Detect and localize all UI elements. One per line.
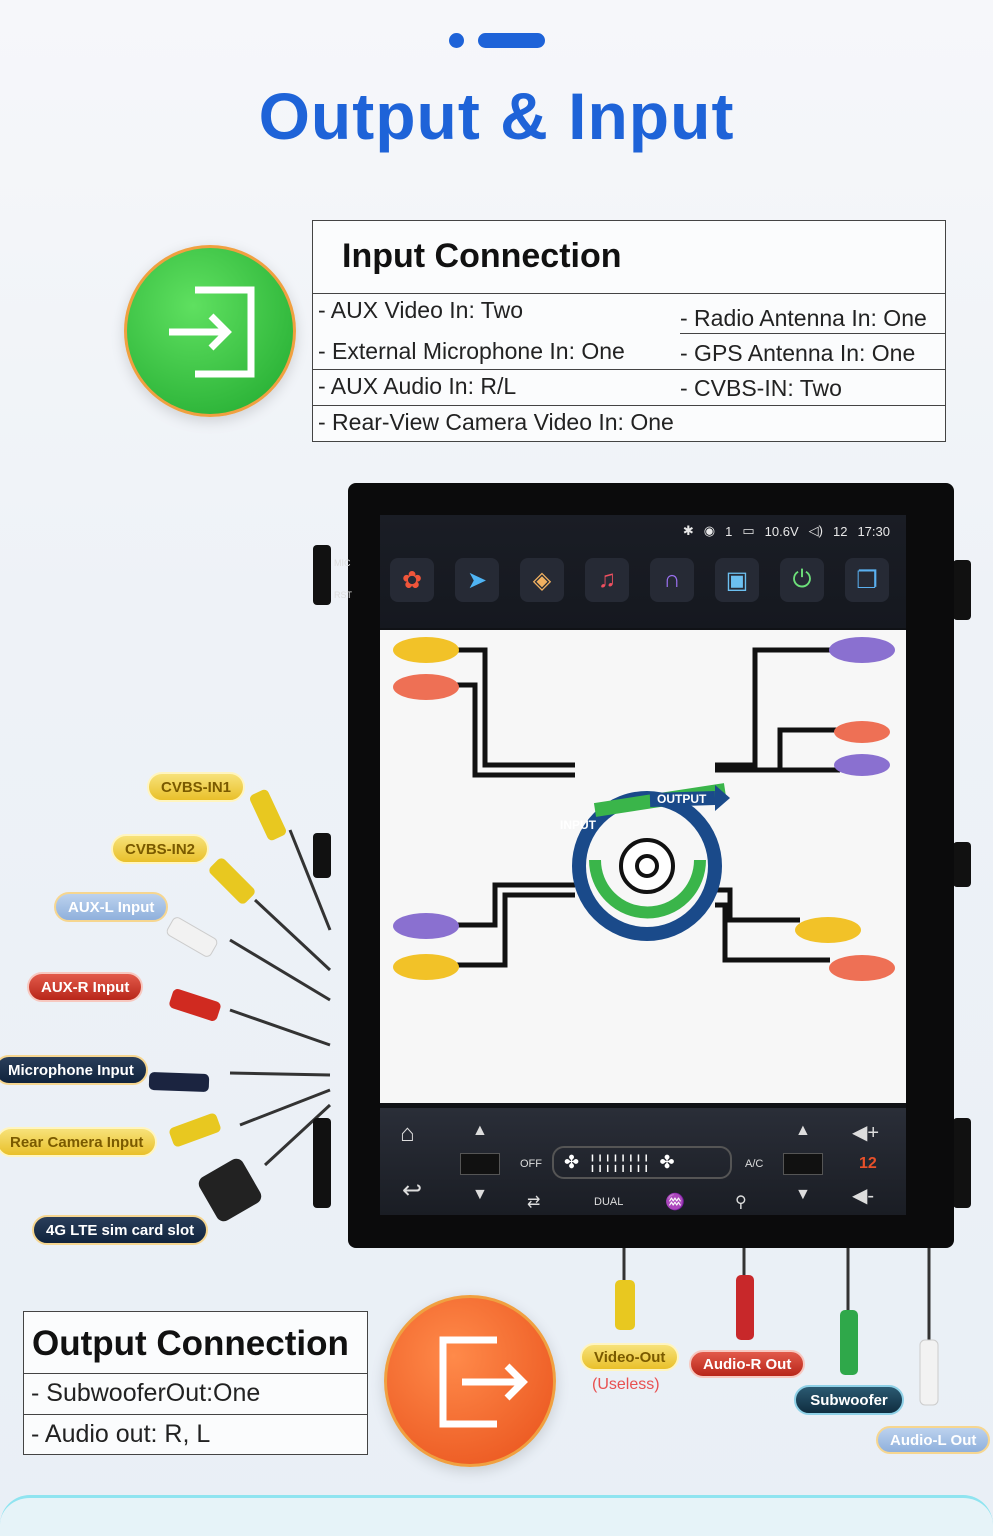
input-connection-heading: Input Connection: [342, 237, 622, 275]
input-connection-table: Input Connection - AUX Video In: Two - Ra…: [312, 220, 946, 442]
power-icon[interactable]: ⏻: [780, 558, 824, 602]
output-connection-table: Output Connection - SubwooferOut:One - A…: [23, 1311, 368, 1455]
temp-up-left[interactable]: ▲: [472, 1122, 488, 1139]
layers-icon[interactable]: ◈: [520, 558, 564, 602]
bottom-divider: [0, 1495, 993, 1536]
bluetooth-icon: ✱: [682, 523, 694, 538]
cable-label: Audio-L Out: [876, 1426, 991, 1454]
radio-icon[interactable]: ▣: [715, 558, 759, 602]
music-icon[interactable]: ♫: [585, 558, 629, 602]
cable-label: Subwoofer: [794, 1385, 904, 1415]
input-spec: - GPS Antenna In: One: [680, 340, 916, 366]
input-spec: - External Microphone In: One: [318, 338, 625, 364]
temp-left-display: [460, 1153, 500, 1175]
bluetooth-headset-icon[interactable]: ∩: [650, 558, 694, 602]
mount-bracket: [313, 1118, 331, 1208]
cable-label: AUX-R Input: [27, 972, 144, 1002]
volume-down-icon[interactable]: ◀-: [852, 1185, 875, 1207]
status-bar: ✱ ◉ 1 ▭ 10.6V ◁) 12 17:30: [683, 523, 890, 539]
output-label: OUTPUT: [657, 792, 707, 806]
back-icon[interactable]: ↩: [402, 1177, 423, 1204]
volume-display: 12: [859, 1155, 877, 1172]
page-title: Output & Input: [258, 79, 735, 153]
rca-plugs: [148, 789, 939, 1406]
output-icon: [384, 1295, 556, 1467]
windows-icon[interactable]: ❐: [845, 558, 889, 602]
cable-label: Microphone Input: [0, 1055, 148, 1085]
cable-label: AUX-L Input: [54, 892, 169, 922]
connection-diagram: INPUT OUTPUT: [380, 630, 906, 1103]
input-spec: - Radio Antenna In: One: [680, 305, 927, 331]
sim-icon: 1: [725, 523, 733, 539]
cable-label: Audio-R Out: [689, 1350, 806, 1378]
volume-up-icon[interactable]: ◀+: [852, 1122, 880, 1144]
mount-bracket: [953, 560, 971, 620]
temp-down-right[interactable]: ▼: [795, 1186, 811, 1203]
temp-up-right[interactable]: ▲: [795, 1122, 811, 1139]
input-label: INPUT: [560, 818, 596, 832]
output-spec: - Audio out: R, L: [31, 1420, 211, 1448]
volume-level: 12: [832, 523, 848, 539]
page-indicator-active: [478, 33, 545, 48]
cable-label: Video-Out: [580, 1343, 680, 1371]
fan-off-button[interactable]: OFF: [520, 1158, 542, 1170]
input-spec: - AUX Video In: Two: [318, 297, 523, 323]
screen: ✱ ◉ 1 ▭ 10.6V ◁) 12 17:30 ✿ ➤ ◈ ♫ ∩ ▣ ⏻ ❐: [380, 515, 906, 1215]
output-connection-heading: Output Connection: [32, 1324, 349, 1363]
navigation-icon[interactable]: ➤: [455, 558, 499, 602]
input-spec: - Rear-View Camera Video In: One: [318, 409, 674, 435]
output-spec: - SubwooferOut:One: [31, 1379, 261, 1407]
input-spec: - CVBS-IN: Two: [680, 375, 842, 401]
rst-button[interactable]: RST: [334, 590, 352, 600]
cable-label: CVBS-IN1: [147, 772, 246, 802]
dual-button[interactable]: DUAL: [594, 1196, 624, 1208]
cable-label: CVBS-IN2: [111, 834, 210, 864]
hotspot-icon: ◉: [703, 523, 716, 538]
connector-ovals: [393, 637, 895, 981]
temp-right-display: [783, 1153, 823, 1175]
mount-bracket: [313, 545, 331, 605]
apps-icon[interactable]: ✿: [390, 558, 434, 602]
fan-speed-slider[interactable]: ✤ ¦¦¦¦¦¦¦¦ ✤: [552, 1146, 732, 1179]
mount-bracket: [953, 1118, 971, 1208]
airflow-icon[interactable]: ⚲: [735, 1194, 747, 1211]
recirculation-icon[interactable]: ⇄: [527, 1194, 541, 1211]
input-spec: - AUX Audio In: R/L: [318, 373, 517, 399]
top-bar: ✱ ◉ 1 ▭ 10.6V ◁) 12 17:30 ✿ ➤ ◈ ♫ ∩ ▣ ⏻ ❐: [380, 515, 906, 628]
climate-bar: ⌂ ↩ ▲ ▼ OFF ✤ ¦¦¦¦¦¦¦¦ ✤ A/C ▲ ▼ ⇄ DUAL …: [380, 1108, 906, 1215]
defrost-icon[interactable]: ♒: [665, 1194, 685, 1211]
useless-note: (Useless): [592, 1376, 660, 1393]
volume-icon: ◁): [808, 523, 823, 538]
cable-label: Rear Camera Input: [0, 1127, 158, 1157]
mount-bracket: [313, 833, 331, 878]
ac-button[interactable]: A/C: [745, 1158, 764, 1170]
temp-down-left[interactable]: ▼: [472, 1186, 488, 1203]
cable-label: 4G LTE sim card slot: [32, 1215, 209, 1245]
home-icon[interactable]: ⌂: [400, 1120, 415, 1147]
input-icon: [124, 245, 296, 417]
battery-icon: ▭: [742, 523, 755, 538]
page-indicator-dot: [449, 33, 464, 48]
mic-label: MIC: [334, 558, 351, 568]
mount-bracket: [953, 842, 971, 887]
voltage: 10.6V: [764, 523, 799, 539]
clock: 17:30: [857, 523, 890, 539]
